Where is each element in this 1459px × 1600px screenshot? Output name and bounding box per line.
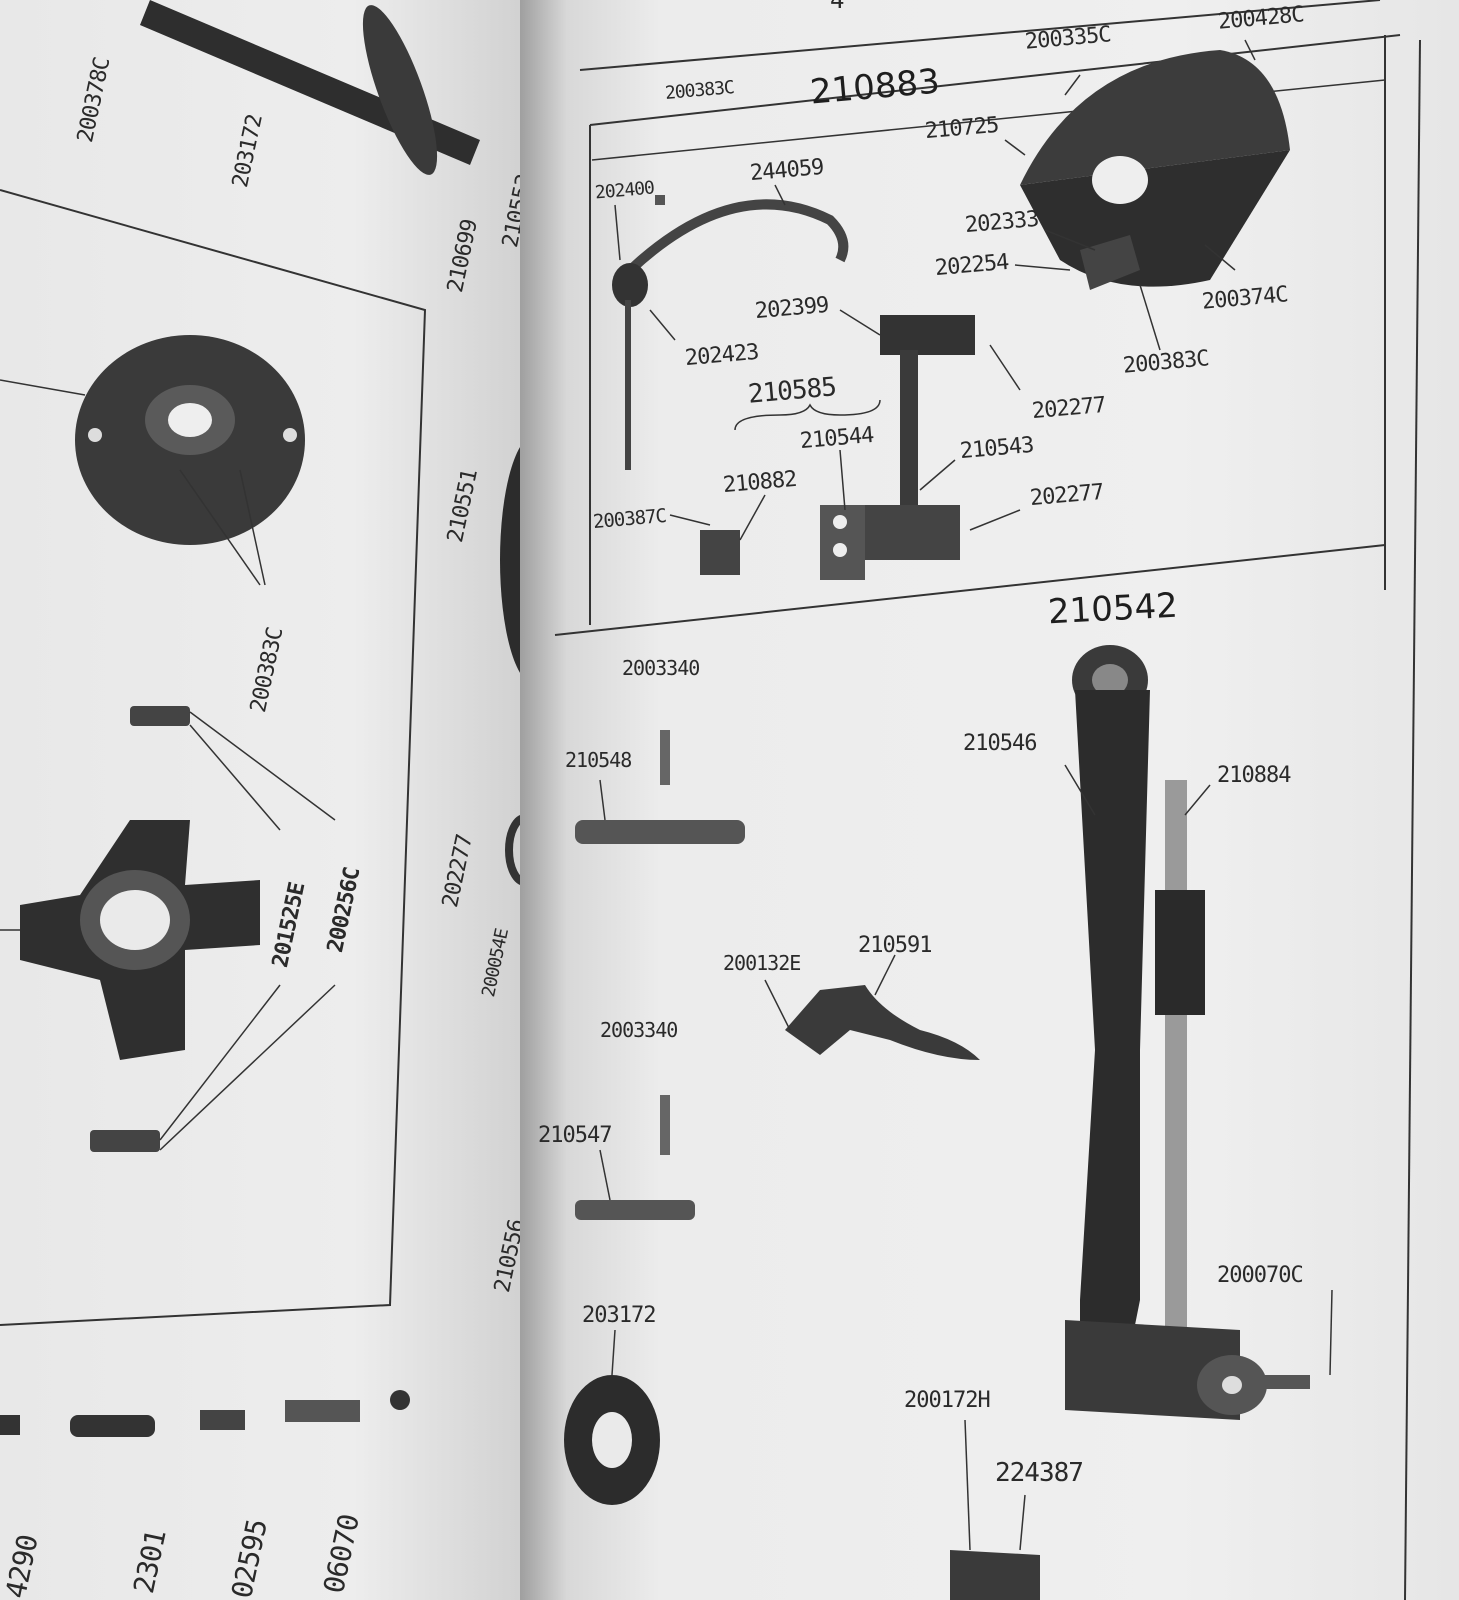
screw-part xyxy=(130,706,190,726)
pin-210548 xyxy=(575,820,745,844)
part-label: 200132E xyxy=(723,951,801,975)
lever-part xyxy=(1075,690,1150,1400)
right-page-illustrations xyxy=(554,0,1421,1600)
pin-210547 xyxy=(575,1200,695,1220)
part-label: 2003340 xyxy=(600,1018,678,1042)
left-page-illustrations xyxy=(0,0,570,1437)
page-number: 4 xyxy=(830,0,844,14)
part-label: 224387 xyxy=(995,1458,1084,1488)
part-label: 200070C xyxy=(1217,1263,1304,1288)
section-title-210883: 210883 xyxy=(808,61,942,113)
section1-top-border xyxy=(589,34,1401,126)
spring-b xyxy=(660,1095,670,1155)
spring-a xyxy=(660,730,670,785)
bracket-part xyxy=(880,315,975,355)
part-label: 202400 xyxy=(594,177,655,204)
left-frame xyxy=(0,189,427,1326)
section-title-210542: 210542 xyxy=(1047,585,1179,633)
right-page: 4 210883 210542 200335C 200428C 200383C … xyxy=(520,0,1459,1600)
cam-part xyxy=(1020,50,1290,185)
part-label: 203172 xyxy=(582,1303,656,1328)
left-page: 200378C 203172 210699 210553 210554 2105… xyxy=(0,0,590,1600)
latch-part xyxy=(785,985,980,1060)
part-label: 200172H xyxy=(904,1388,991,1413)
part-label: 210591 xyxy=(858,933,932,958)
small-block-part xyxy=(700,530,740,575)
part-label: 210548 xyxy=(565,748,632,772)
part-label: 210884 xyxy=(1217,763,1291,788)
part-label: 210547 xyxy=(538,1123,612,1148)
part-label: 2003340 xyxy=(622,656,700,680)
part-label: 210546 xyxy=(963,731,1037,756)
gear-part xyxy=(362,5,438,175)
pin-part xyxy=(70,1415,155,1437)
screw-part-2 xyxy=(90,1130,160,1152)
section-divider xyxy=(554,544,1386,636)
spring-part xyxy=(285,1400,360,1422)
hook-part xyxy=(616,199,849,284)
rod-part xyxy=(1165,780,1187,1360)
part-label: 210585 xyxy=(746,372,838,410)
